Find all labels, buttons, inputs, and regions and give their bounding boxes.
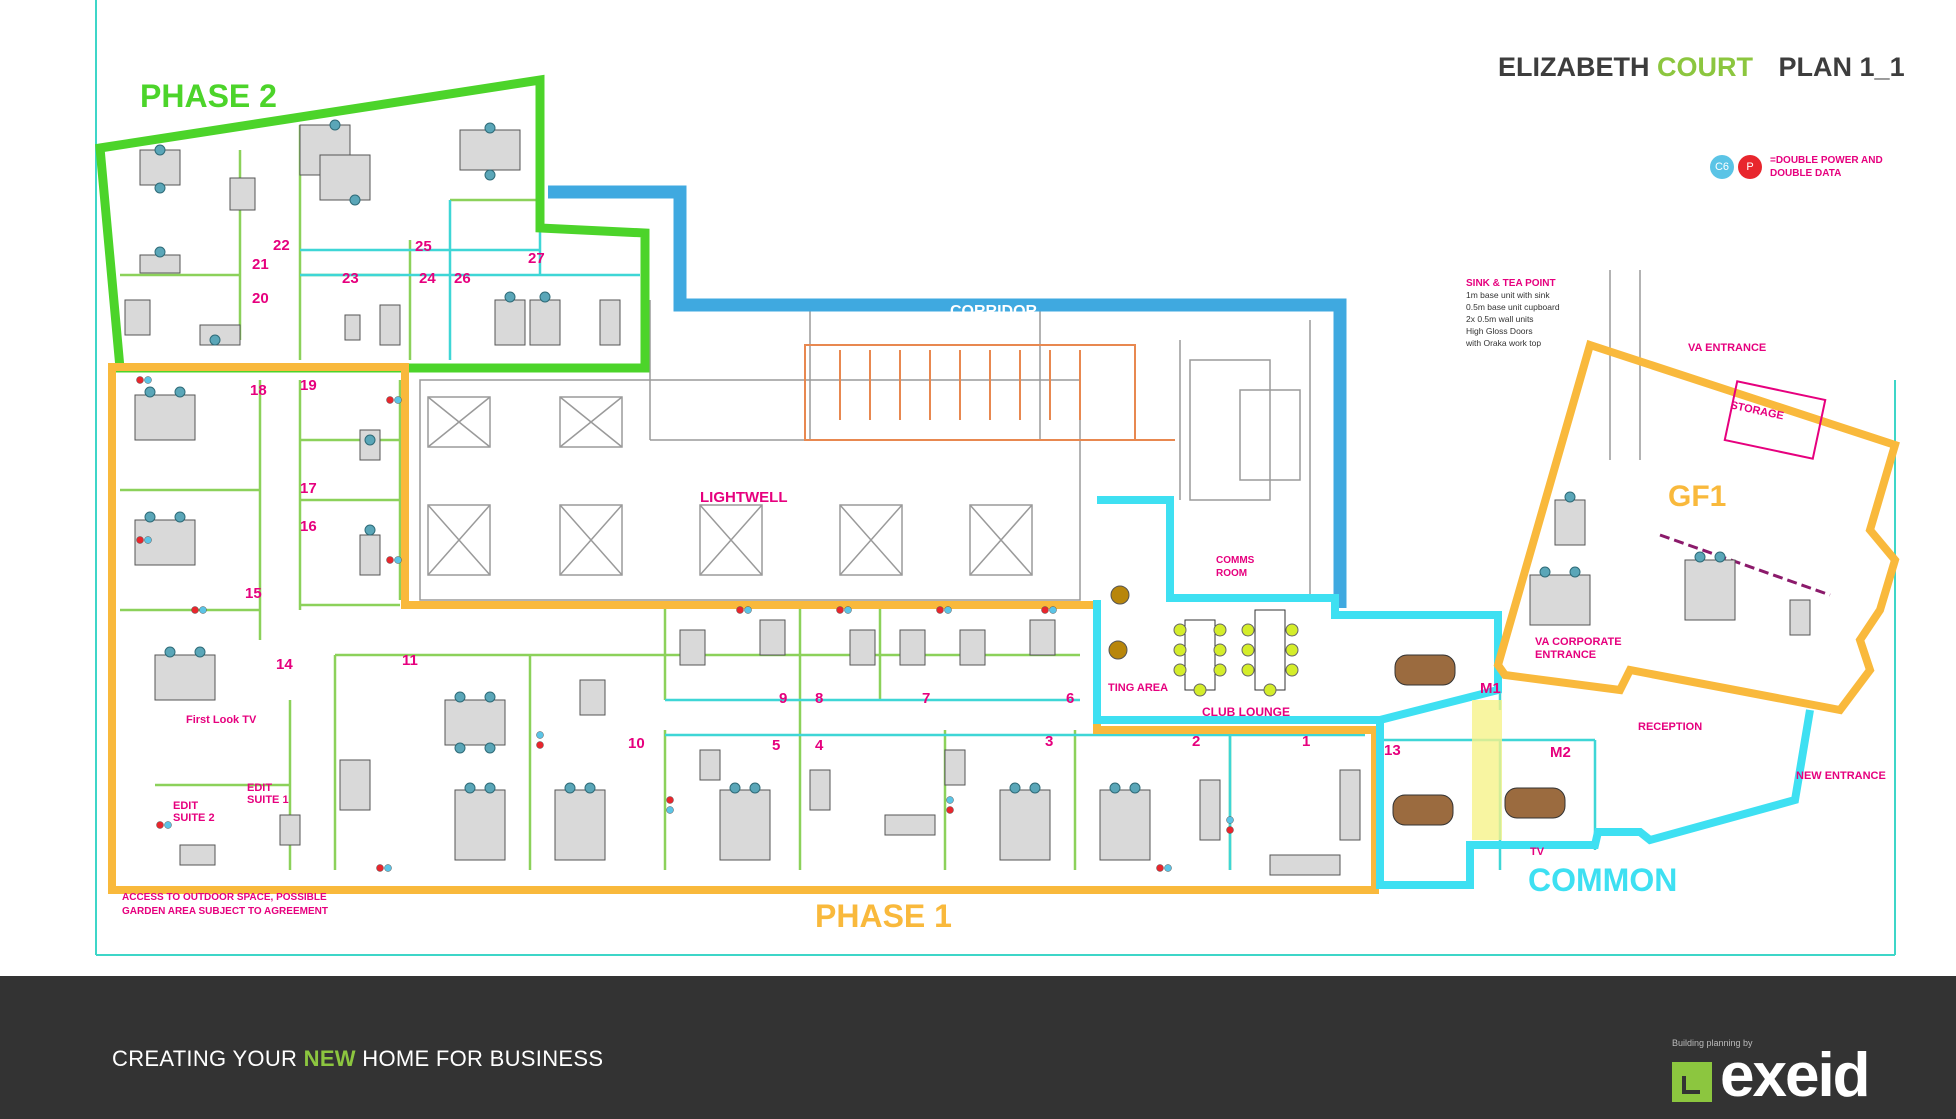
brand-logo: exeid xyxy=(1672,1041,1871,1110)
edit-suite-1-label-a: EDIT xyxy=(247,782,273,794)
room-number: 13 xyxy=(1384,742,1401,759)
corridor-label: CORRIDOR xyxy=(950,303,1038,320)
va-corporate-label-1: VA CORPORATE xyxy=(1535,636,1622,648)
comms-room-label-1: COMMS xyxy=(1216,555,1255,566)
room-number: 11 xyxy=(402,652,418,669)
sink-title: SINK & TEA POINT xyxy=(1466,278,1556,289)
room-number: 9 xyxy=(779,690,788,707)
footer xyxy=(0,976,1956,1119)
tagline: CREATING YOUR NEW HOME FOR BUSINESS xyxy=(112,1046,603,1072)
power-icon: P xyxy=(1738,155,1762,179)
title-name: ELIZABETH xyxy=(1498,52,1650,82)
m2-label: M2 xyxy=(1550,744,1571,761)
sink-line: with Oraka work top xyxy=(1466,338,1542,348)
corridor-outline xyxy=(548,185,1347,608)
brand-wordmark: exeid xyxy=(1720,1041,1871,1110)
plan-title: ELIZABETH COURT PLAN 1_1 xyxy=(1498,52,1905,83)
room-number: 18 xyxy=(250,382,267,399)
storage-label: STORAGE xyxy=(1729,399,1785,423)
room-number: 1 xyxy=(1302,733,1311,750)
storage-box xyxy=(1723,380,1827,460)
room-number: 19 xyxy=(300,377,317,394)
gf1-partition xyxy=(1659,533,1831,597)
room-number: 25 xyxy=(415,238,432,255)
tagline-pre: CREATING YOUR xyxy=(112,1046,304,1071)
seating-chairs xyxy=(1108,585,1130,660)
phase1-label: PHASE 1 xyxy=(815,898,952,934)
room-number: 23 xyxy=(342,270,359,287)
room-number: 10 xyxy=(628,735,645,752)
reception-label: RECEPTION xyxy=(1638,721,1703,733)
sink-line: High Gloss Doors xyxy=(1466,326,1533,336)
edit-suite-2-label-b: SUITE 2 xyxy=(173,812,215,824)
room-number: 27 xyxy=(528,250,545,267)
room-number: 7 xyxy=(922,690,931,707)
room-number: 3 xyxy=(1045,733,1054,750)
lightwell-label: LIGHTWELL xyxy=(700,489,788,506)
room-number: 26 xyxy=(454,270,471,287)
edit-suite-1-label-b: SUITE 1 xyxy=(247,794,289,806)
room-partitions xyxy=(120,125,1232,870)
room-number: 14 xyxy=(276,656,293,673)
new-entrance-label: NEW ENTRANCE xyxy=(1796,770,1886,782)
chairs xyxy=(144,119,1726,794)
walkway xyxy=(1472,700,1502,840)
room-number: 8 xyxy=(815,690,824,707)
common-boundary-2 xyxy=(1093,600,1380,724)
exeid-logo-icon xyxy=(1672,1062,1712,1102)
room-number: 17 xyxy=(300,480,317,497)
room-number: 2 xyxy=(1192,733,1201,750)
lightwell-panels xyxy=(427,396,1033,576)
legend-text: =DOUBLE POWER AND DOUBLE DATA xyxy=(1770,155,1883,179)
gf1-label: GF1 xyxy=(1668,480,1727,513)
phase1-outline xyxy=(108,363,1379,894)
phase2-label: PHASE 2 xyxy=(140,78,277,114)
sink-line: 1m base unit with sink xyxy=(1466,290,1550,300)
tagline-highlight: NEW xyxy=(303,1046,356,1071)
legend: C6 P =DOUBLE POWER AND DOUBLE DATA xyxy=(1710,154,1890,180)
tagline-post: HOME FOR BUSINESS xyxy=(355,1046,604,1071)
common-boundary xyxy=(1097,496,1814,889)
desk-clusters xyxy=(124,124,1811,876)
common-label: COMMON xyxy=(1528,862,1678,898)
lounge-chairs xyxy=(1173,623,1299,697)
m1-label: M1 xyxy=(1480,680,1501,697)
room-number: 24 xyxy=(419,270,436,287)
title-plan: PLAN 1_1 xyxy=(1778,52,1905,82)
first-look-label: First Look TV xyxy=(186,714,257,726)
sink-line: 2x 0.5m wall units xyxy=(1466,314,1534,324)
comms-room-label-2: ROOM xyxy=(1216,568,1248,579)
room-number: 21 xyxy=(252,256,269,273)
room-number: 22 xyxy=(273,237,290,254)
room-number: 4 xyxy=(815,737,824,754)
room-number: 15 xyxy=(245,585,262,602)
title-court: COURT xyxy=(1657,52,1754,82)
seating-area-label: TING AREA xyxy=(1108,682,1169,694)
room-number: 5 xyxy=(772,737,781,754)
outdoor-note-1: ACCESS TO OUTDOOR SPACE, POSSIBLE xyxy=(122,892,327,903)
va-corporate-label-2: ENTRANCE xyxy=(1535,649,1597,661)
sink-line: 0.5m base unit cupboard xyxy=(1466,302,1560,312)
room-number: 16 xyxy=(300,518,317,535)
power-data-points xyxy=(136,376,1234,872)
outdoor-note-2: GARDEN AREA SUBJECT TO AGREEMENT xyxy=(122,906,328,917)
brand-caption: Building planning by xyxy=(1672,1038,1753,1048)
gf1-outline xyxy=(1493,339,1900,715)
edit-suite-2-label-a: EDIT xyxy=(173,800,199,812)
tv-label: TV xyxy=(1530,846,1545,858)
club-lounge-label: CLUB LOUNGE xyxy=(1202,705,1290,719)
room-number: 20 xyxy=(252,290,269,307)
comms-icon: C6 xyxy=(1710,155,1734,179)
va-entrance-label: VA ENTRANCE xyxy=(1688,342,1767,354)
sink-note: SINK & TEA POINT 1m base unit with sink … xyxy=(1466,278,1560,349)
site-frame xyxy=(95,0,1896,956)
room-number: 6 xyxy=(1066,690,1075,707)
stairs xyxy=(804,344,1175,441)
